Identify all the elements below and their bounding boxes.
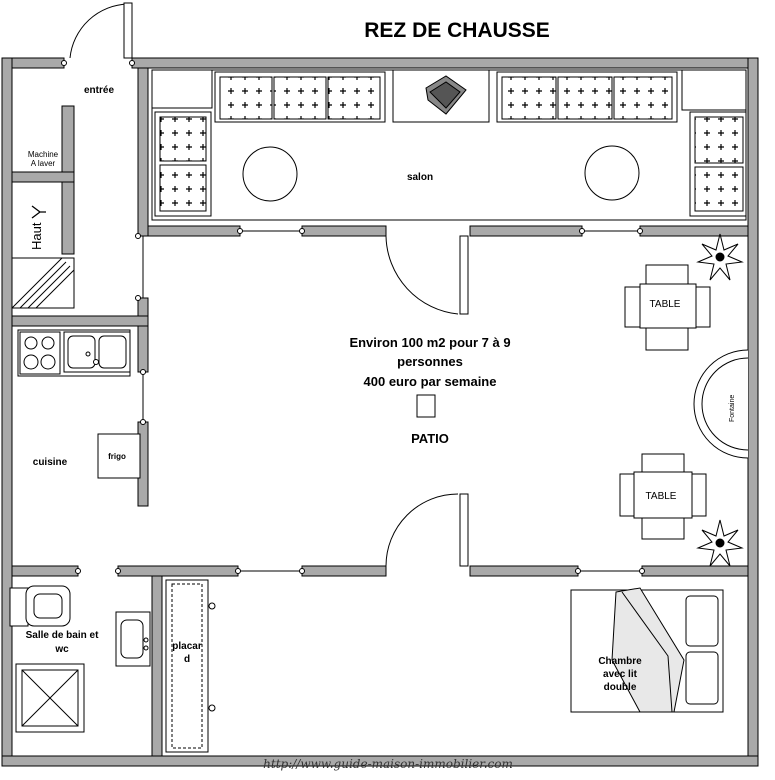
plant-icon (696, 519, 744, 567)
fridge-label: frigo (108, 452, 126, 461)
fontaine-label: Fontaine (729, 395, 736, 422)
room-label-salon: salon (407, 172, 433, 183)
table-label-top: TABLE (650, 299, 681, 310)
kitchen-fixtures (17, 329, 141, 479)
placard-label-2: d (184, 654, 190, 665)
stairs-label-haut: Haut (29, 222, 44, 250)
room-label-machine: Machine (28, 150, 59, 159)
room-label-bathroom-2: wc (54, 644, 69, 655)
room-label-bedroom: Chambre (598, 656, 642, 667)
placard-fixture (165, 579, 216, 753)
bathroom-fixtures (9, 585, 151, 733)
room-label-entree: entrée (84, 85, 114, 96)
room-label-machine-2: A laver (31, 159, 56, 168)
window-lines (61, 60, 645, 574)
table-label-bottom: TABLE (646, 491, 677, 502)
room-label-cuisine: cuisine (33, 457, 68, 468)
footer-url[interactable]: http://www.guide-maison-immobilier.com (263, 757, 513, 771)
patio-info-line2: personnes (397, 354, 463, 369)
room-label-bathroom: Salle de bain et (26, 630, 99, 641)
patio-info-line1: Environ 100 m2 pour 7 à 9 (349, 335, 510, 350)
room-label-bedroom-3: double (604, 682, 637, 693)
page-title: REZ DE CHAUSSE (364, 19, 550, 42)
plant-icon (696, 233, 744, 281)
bedroom-door[interactable] (385, 493, 469, 567)
entrance-door[interactable] (69, 2, 133, 59)
salon-furniture (151, 69, 747, 221)
television-icon (425, 75, 467, 115)
salon-door[interactable] (385, 235, 469, 315)
entry-fixtures (11, 205, 75, 309)
bed-fixture (570, 587, 724, 713)
patio-info-line3: 400 euro par semaine (364, 374, 497, 389)
room-label-bedroom-2: avec lit (603, 669, 638, 680)
placard-label: placar (172, 641, 202, 652)
patio-label: PATIO (411, 431, 449, 446)
patio-furniture (416, 264, 749, 540)
